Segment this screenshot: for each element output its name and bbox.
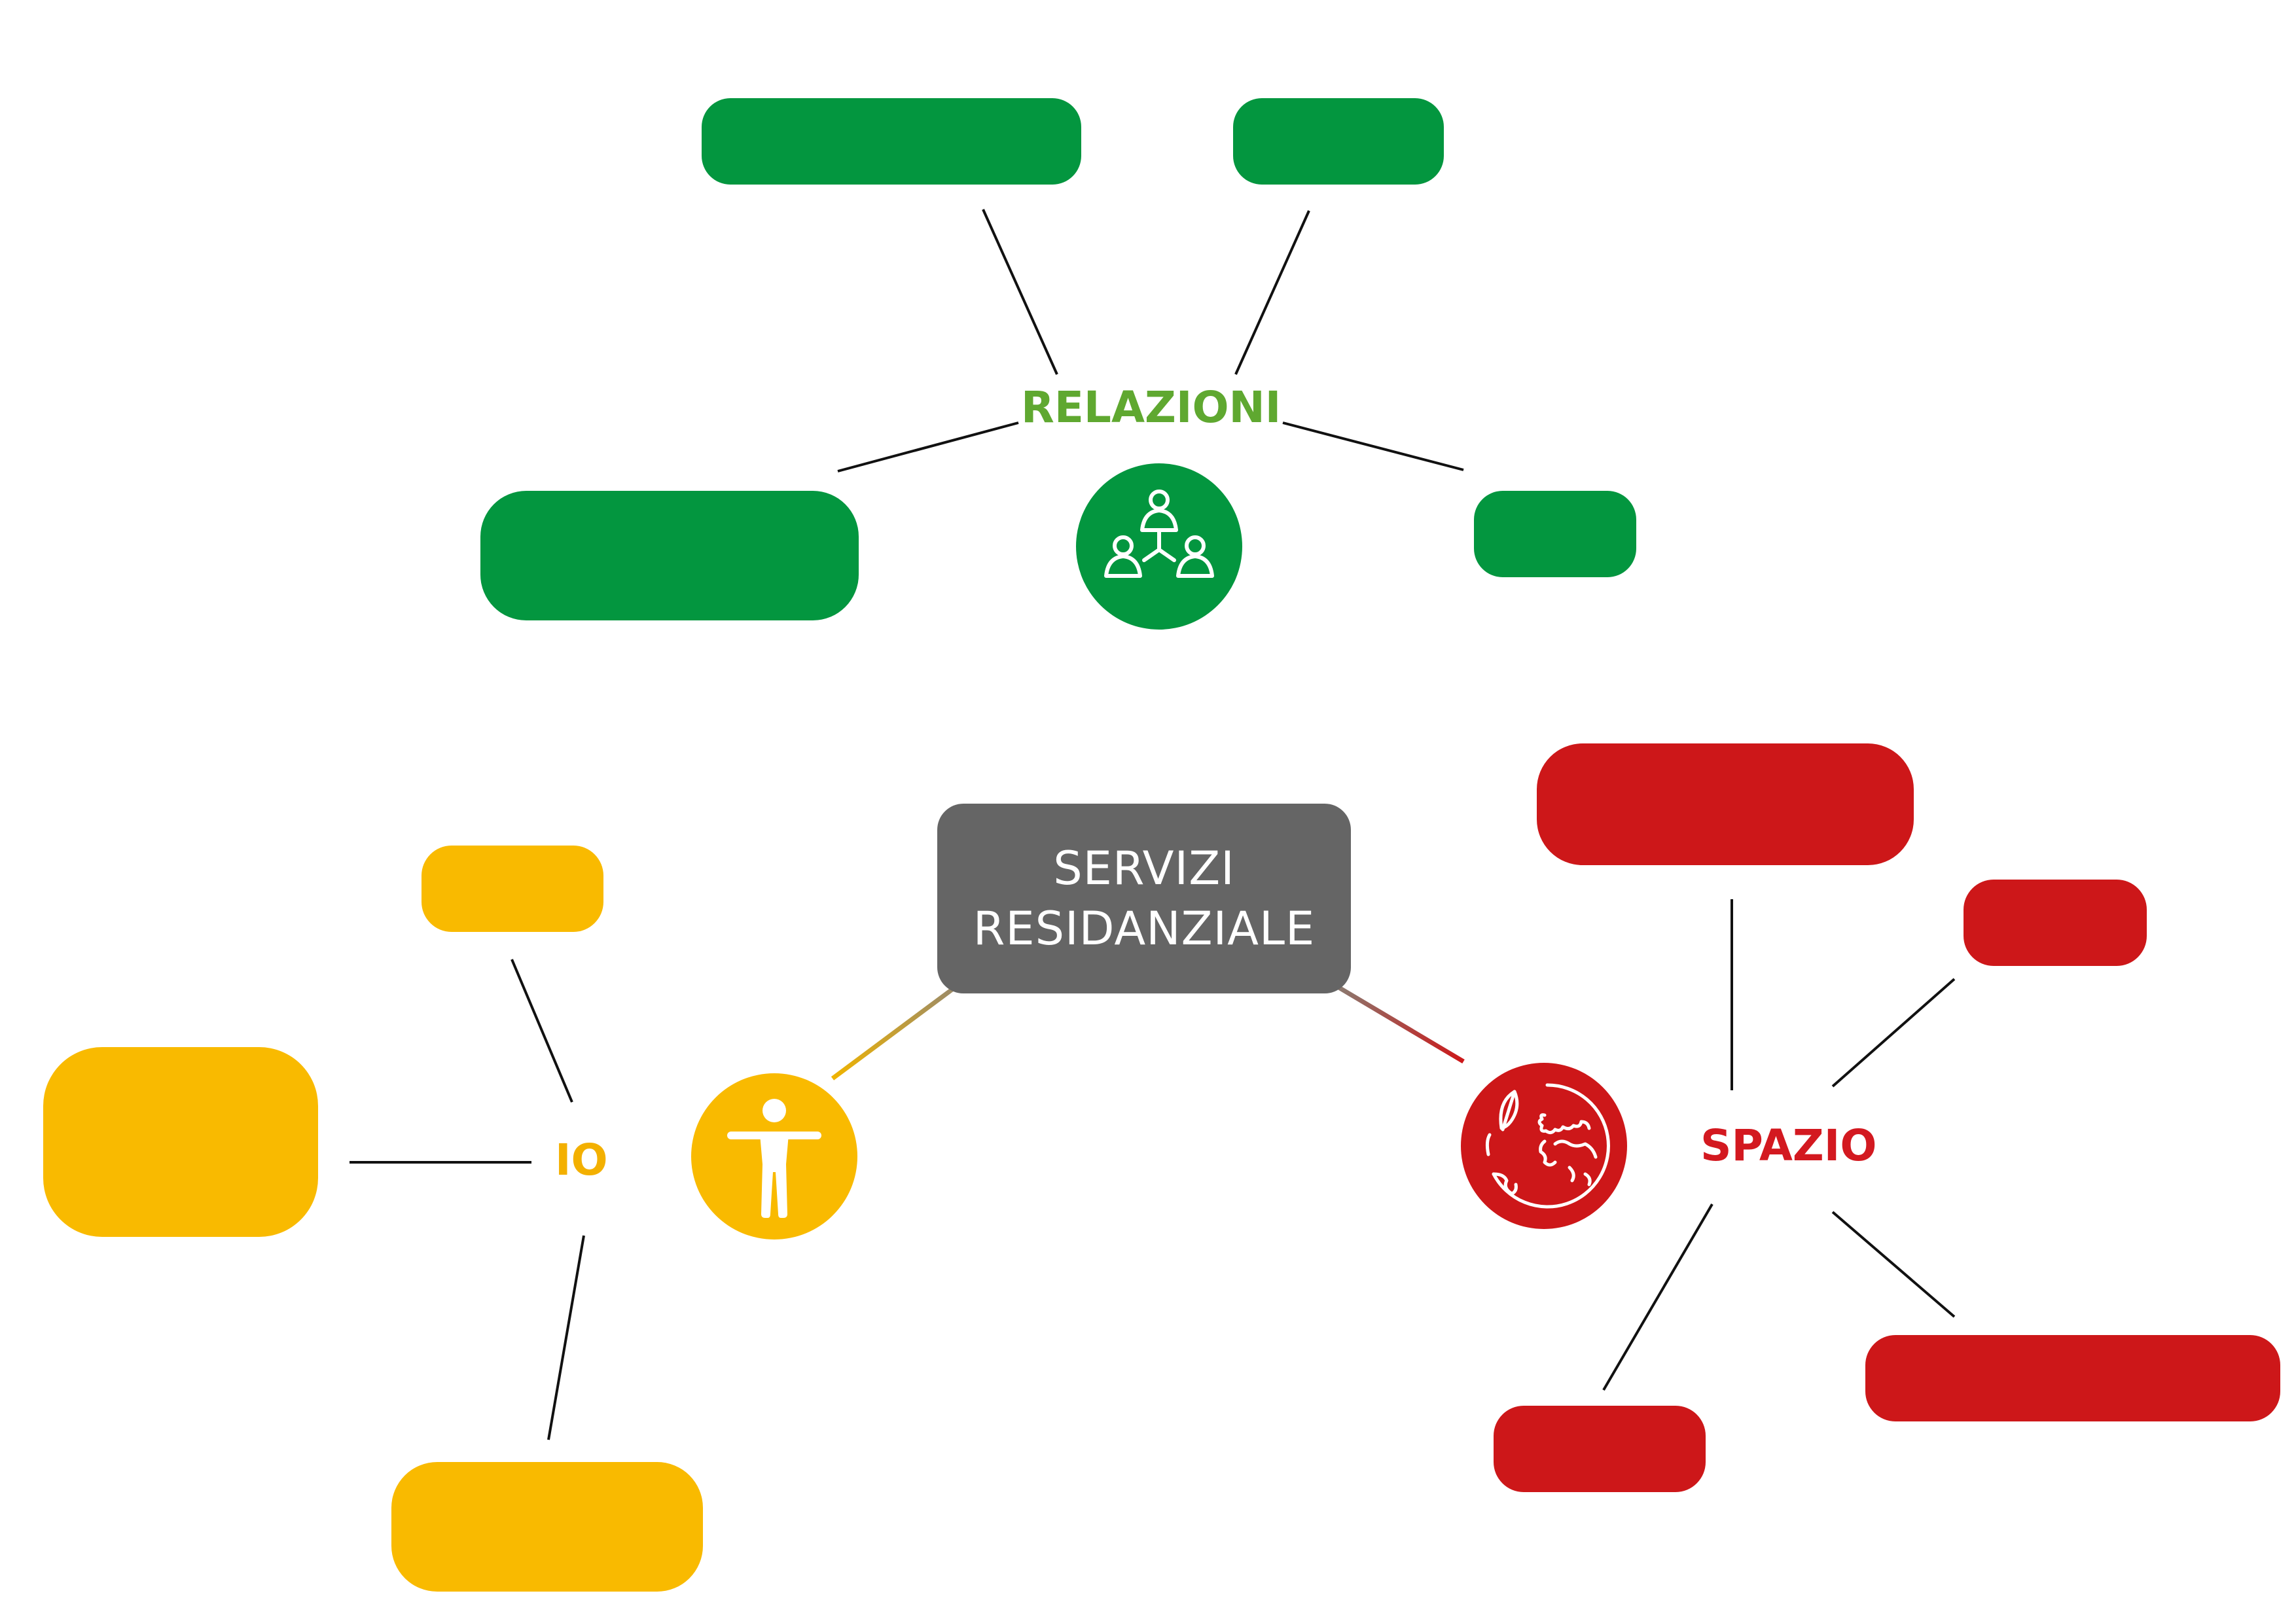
spazio-box-4 — [1865, 1335, 2280, 1421]
io-label: IO — [555, 1135, 608, 1185]
people-network-icon — [1104, 490, 1214, 578]
connector-center-io — [831, 985, 958, 1080]
central-topic-box: SERVIZI RESIDANZIALE — [937, 804, 1351, 993]
relazioni-box-3 — [480, 491, 859, 620]
relazioni-label: RELAZIONI — [1021, 382, 1282, 433]
spazio-box-2 — [1964, 880, 2147, 966]
spazio-box-1 — [1537, 743, 1914, 865]
central-topic-line-2: RESIDANZIALE — [973, 902, 1316, 955]
io-box-2 — [43, 1047, 318, 1237]
spazio-box-3 — [1494, 1406, 1706, 1492]
connector-center-spazio — [1336, 984, 1465, 1064]
relazioni-box-4 — [1474, 491, 1636, 577]
person-accessibility-icon — [727, 1099, 821, 1218]
io-box-1 — [422, 846, 603, 932]
spazio-label: SPAZIO — [1700, 1120, 1877, 1171]
relazioni-box-1 — [702, 98, 1081, 185]
spazio-circle — [1461, 1063, 1627, 1229]
io-box-3 — [391, 1462, 703, 1592]
earth-globe-icon — [1485, 1083, 1610, 1209]
relazioni-circle — [1076, 463, 1242, 630]
central-topic-line-1: SERVIZI — [1053, 842, 1235, 895]
relazioni-box-2 — [1233, 98, 1444, 185]
io-circle — [691, 1073, 857, 1240]
